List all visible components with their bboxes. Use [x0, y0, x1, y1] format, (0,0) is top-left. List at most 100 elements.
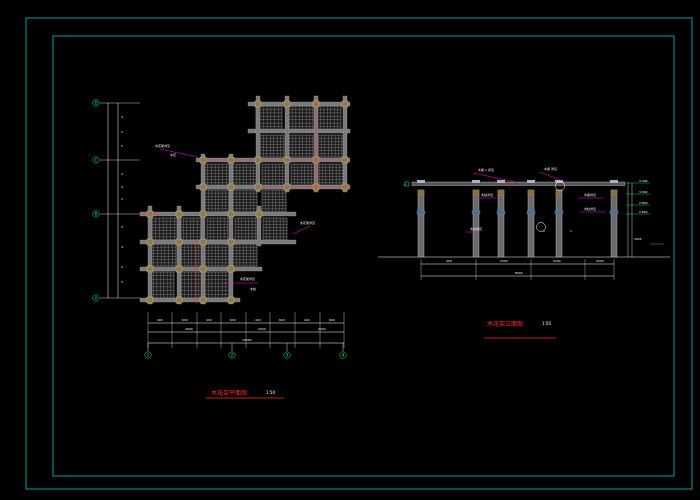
grating-cell-6 [203, 163, 231, 187]
elev-column-cap-4 [555, 189, 563, 196]
grating-cell-16 [206, 217, 232, 241]
elev-column-5 [610, 189, 618, 258]
grating-cell-18 [262, 217, 288, 241]
beam-horizontal [247, 101, 351, 107]
grating-border [149, 271, 175, 299]
axis-bubble-B [92, 210, 100, 218]
grating-border [204, 189, 230, 213]
elev-label-right2: 木柱详见 [584, 206, 596, 211]
axis-bubble-label-A: A [95, 295, 98, 300]
elev-column-band-3 [526, 210, 536, 215]
elev-column-band-0 [416, 210, 426, 215]
dim-bottom-row2-0: 4000 [185, 327, 193, 331]
plan-note-b: 木花 [170, 152, 176, 157]
dim-left-2: 2 [121, 144, 123, 148]
elev-column-cap-2 [497, 189, 505, 196]
grating-cell-25 [204, 271, 230, 299]
axis-bubble-4 [339, 351, 347, 359]
beam-bracket-5 [610, 180, 618, 183]
elev-column-3 [527, 189, 535, 258]
dim-bottom-row1-4: 400 [255, 318, 261, 322]
level-symbol: ± [403, 182, 406, 187]
leader-note-a [159, 148, 199, 158]
axis-bubble-A [92, 294, 100, 302]
dim-bottom-row1-2: 400 [206, 318, 212, 322]
grating-cell-11 [204, 189, 230, 213]
beam-vertical [342, 95, 348, 193]
column-post-28 [227, 265, 235, 273]
elev-column-4 [555, 189, 563, 258]
column-post-25 [146, 265, 154, 273]
grating-border [232, 163, 258, 187]
beam-horizontal [247, 128, 351, 134]
column-post-30 [175, 296, 183, 304]
beam-vertical [200, 153, 206, 305]
dim-left-3: 3 [121, 172, 123, 176]
grating-border [316, 105, 342, 131]
grating-border [259, 134, 285, 158]
axis-bubble-C [92, 156, 100, 164]
beam-vertical [147, 205, 153, 305]
beam-bracket-2 [497, 180, 505, 183]
beam-vertical [255, 95, 261, 193]
beam-bracket-3 [527, 180, 535, 183]
beam-vertical [284, 95, 290, 193]
grating-cell-10 [318, 163, 344, 187]
elevation-title: 木花架立面图 [487, 320, 523, 328]
plan-note-c: 木花架详见 [240, 276, 255, 281]
column-post-22 [175, 238, 183, 246]
column-post-17 [175, 210, 183, 218]
dim-bottom-row1-7: 600 [329, 318, 335, 322]
elev-column-band-4 [554, 210, 564, 215]
dim-bottom-row1-6: 400 [304, 318, 310, 322]
column-post-27 [199, 265, 207, 273]
grating-cell-14 [151, 217, 179, 241]
elev-column-cap-3 [527, 189, 535, 196]
elev-column-2 [497, 189, 505, 258]
elev-dim-3: 2000 [596, 259, 604, 263]
elev-dim-total: 8000 [515, 271, 523, 275]
grating-cell-20 [177, 243, 203, 267]
dim-bottom-row2-1: 4000 [258, 327, 266, 331]
detail-circle-2 [536, 222, 546, 232]
grating-border [203, 163, 231, 187]
beam-vertical [256, 205, 262, 247]
grating-cell-15 [179, 217, 205, 241]
plan-note-e: 木花架详见 [300, 220, 315, 225]
axis-bubble-label-B: B [95, 211, 98, 216]
elev-dim-0: 900 [446, 259, 452, 263]
dim-bottom-row1-5: 600 [279, 318, 285, 322]
plan-title: 木花架平面图 [211, 389, 247, 397]
elev-dim-2: 2000 [553, 259, 561, 263]
elev-column-1 [472, 189, 480, 258]
column-post-19 [227, 210, 235, 218]
detail-mark: 1 [543, 229, 545, 233]
axis-bubble-label-C: C [95, 157, 98, 162]
height-dim: 3000 [634, 237, 642, 241]
elev-column-0 [417, 189, 425, 258]
grating-border [261, 189, 287, 213]
elev-label-mid-left2: 木柱详见 [470, 226, 482, 231]
grating-cell-13 [261, 189, 287, 213]
elev-label-right1: 木梁详见 [584, 192, 596, 197]
grating-cell-3 [259, 134, 285, 158]
plan-note-d: 木柱 [250, 286, 256, 291]
column-post-10 [199, 183, 207, 191]
column-post-31 [199, 296, 207, 304]
dim-left-1: 4 [121, 130, 123, 134]
elev-leader-top-left [472, 172, 521, 184]
elev-column-cap-5 [610, 189, 618, 196]
plan-note-a: 木花架详见 [155, 143, 170, 148]
elev-leader-top-right [539, 171, 569, 184]
elev-column-band-5 [609, 210, 619, 215]
dim-left-4: 4 [121, 185, 123, 189]
axis-bubble-3 [283, 351, 291, 359]
column-post-32 [227, 296, 235, 304]
elev-dim-1: 2000 [500, 259, 508, 263]
plan-scale: 1:50 [266, 390, 275, 395]
beam-horizontal [139, 211, 297, 217]
grating-border [318, 163, 344, 187]
dim-left-5: 2 [121, 197, 123, 201]
elevation-scale: 1:50 [542, 321, 551, 326]
